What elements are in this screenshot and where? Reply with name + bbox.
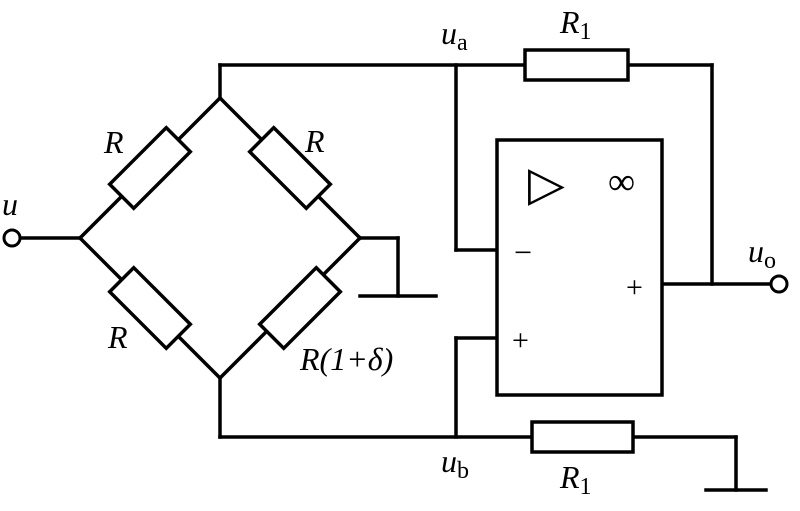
bridge-top-left-label: R xyxy=(103,124,124,160)
node-b-label: ub xyxy=(441,443,469,484)
bridge-bottom-right-label: R(1+δ) xyxy=(299,341,393,377)
resistor-bottom-right xyxy=(257,265,343,351)
feedback-resistor-label: R1 xyxy=(559,4,592,45)
input-node-label: u xyxy=(2,186,18,222)
resistor-bottom-left xyxy=(107,265,193,351)
resistor-feedback-r1 xyxy=(523,48,630,82)
opamp-inverting-sign: − xyxy=(514,234,532,270)
opamp-output-sign: + xyxy=(626,271,643,304)
input-terminal xyxy=(2,228,22,248)
output-terminal xyxy=(769,274,789,294)
opamp-box xyxy=(495,138,664,397)
opamp-gain-label: ∞ xyxy=(608,161,635,203)
bridge-top-right-label: R xyxy=(304,123,325,159)
bridge-bottom-left-label: R xyxy=(107,319,128,355)
resistor-top-right xyxy=(247,125,333,211)
opamp-triangle-icon: ▷ xyxy=(528,158,565,211)
node-a-label: ua xyxy=(441,15,468,56)
ground-resistor-label: R1 xyxy=(559,459,592,500)
resistor-ground-r1 xyxy=(530,420,635,454)
opamp-noninverting-sign: + xyxy=(512,324,529,357)
resistor-top-left xyxy=(107,125,193,211)
output-node-label: uo xyxy=(748,233,776,274)
